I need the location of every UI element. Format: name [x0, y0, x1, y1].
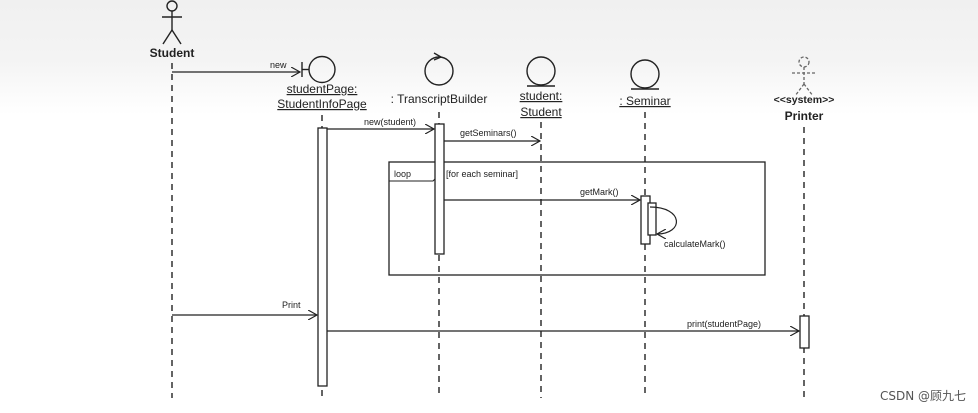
student-page-participant: studentPage: StudentInfoPage [277, 55, 367, 111]
student-page-activation [317, 127, 328, 387]
print-student-page-message-label: print(studentPage) [687, 319, 761, 329]
printer-participant: <<system>> Printer [774, 56, 835, 123]
printer-stereotype: <<system>> [774, 94, 835, 106]
printer-label: Printer [785, 109, 824, 123]
student-actor: Student [150, 0, 195, 60]
loop-fragment: loop [for each seminar] [388, 161, 766, 276]
calculate-mark-message-label: calculateMark() [664, 239, 726, 249]
entity-icon [630, 59, 660, 90]
watermark: CSDN @顾九七 [879, 389, 966, 403]
entity-icon [526, 56, 556, 87]
student-page-type: StudentInfoPage [277, 97, 367, 111]
printer-actor-icon [792, 56, 816, 97]
seminar-participant: : Seminar [619, 59, 671, 108]
control-icon [424, 52, 454, 86]
loop-guard: [for each seminar] [446, 169, 518, 179]
student-entity-name: student: [520, 89, 563, 103]
loop-frame [388, 161, 766, 276]
get-mark-message-label: getMark() [580, 187, 619, 197]
new-student-message-label: new(student) [364, 117, 416, 127]
printer-activation [799, 315, 810, 349]
student-actor-label: Student [150, 46, 195, 60]
seminar-nested-activation [647, 202, 657, 236]
transcript-builder-label: : TranscriptBuilder [391, 92, 488, 106]
new-message-label: new [270, 60, 287, 70]
transcript-builder-participant: : TranscriptBuilder [391, 52, 488, 106]
loop-keyword: loop [394, 169, 411, 179]
student-page-name: studentPage: [287, 82, 358, 96]
transcript-builder-activation [434, 123, 445, 255]
student-actor-icon [162, 0, 182, 45]
get-seminars-message-label: getSeminars() [460, 128, 517, 138]
boundary-icon [301, 55, 336, 84]
student-entity-participant: student: Student [520, 56, 563, 119]
calculate-mark-self-call-arrow [649, 206, 677, 234]
seminar-label: : Seminar [619, 94, 670, 108]
print-message-label: Print [282, 300, 301, 310]
student-entity-type: Student [520, 105, 562, 119]
